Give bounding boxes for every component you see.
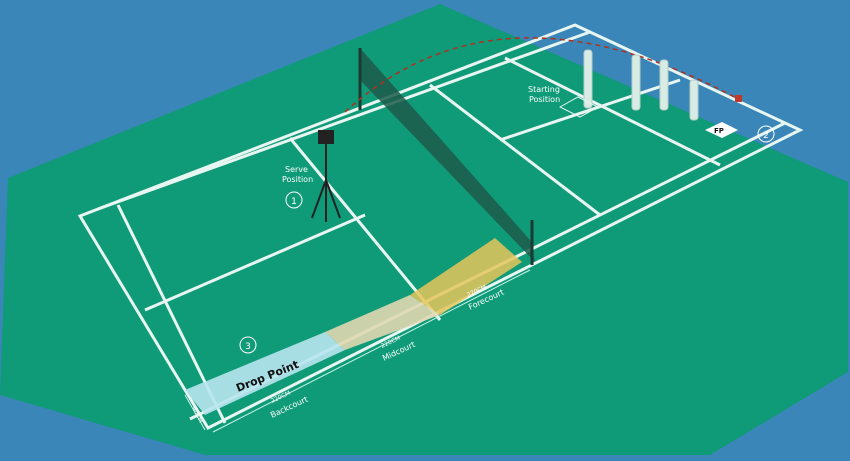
court-floor [0, 4, 848, 455]
shuttlecock-icon [735, 95, 742, 102]
starting-position-box [558, 96, 600, 118]
svg-text:1: 1 [291, 197, 297, 207]
dimension-lines [184, 269, 531, 433]
marker-1: 1 [285, 191, 303, 209]
fp-box [705, 122, 738, 138]
serve-position-label-1: Serve [285, 165, 308, 174]
backcourt-zone [185, 332, 345, 415]
svg-text:3: 3 [245, 342, 251, 352]
serve-position-label-2: Position [282, 175, 313, 184]
shuttle-launcher-icon [311, 130, 341, 222]
forecourt-zone [410, 238, 522, 315]
starting-position-label-1: Starting [528, 85, 560, 94]
marker-3: 3 [239, 336, 257, 354]
marker-2: 2 [757, 125, 775, 143]
blue-corner [700, 372, 848, 461]
midcourt-zone [325, 295, 440, 350]
player-figures [583, 49, 699, 121]
fp-label: FP [714, 127, 724, 135]
svg-text:2: 2 [763, 131, 769, 141]
shuttle-trajectory [344, 37, 741, 113]
starting-position-label-2: Position [529, 95, 560, 104]
